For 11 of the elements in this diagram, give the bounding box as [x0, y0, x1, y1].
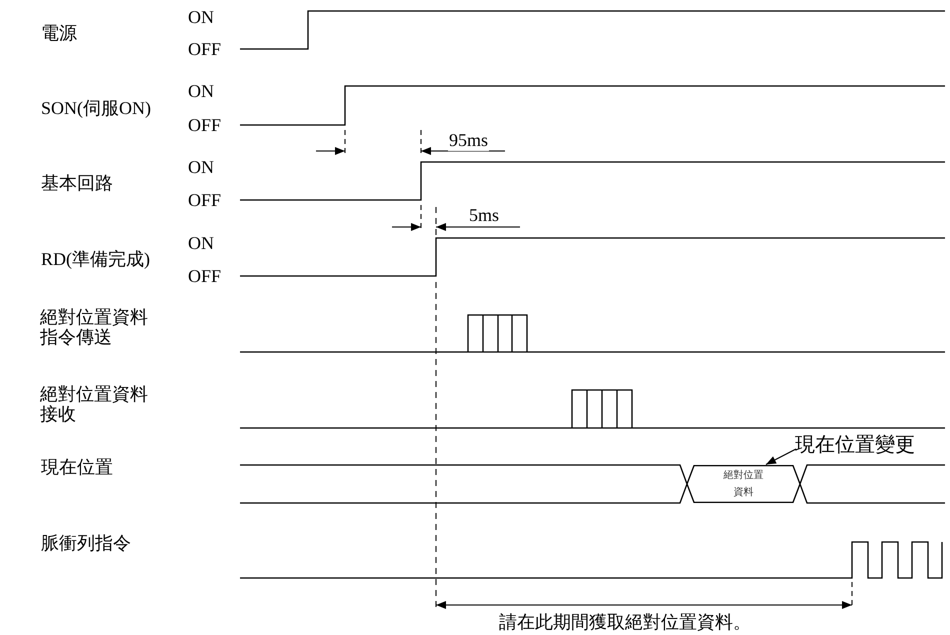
- signal-name: 基本回路: [40, 172, 114, 194]
- signal-name: 現在位置: [40, 456, 114, 478]
- signal-name: 絕對位置資料接收: [40, 384, 148, 424]
- signal-name: SON(伺服ON): [40, 97, 152, 119]
- bus-data-cell: 絕對位置資料: [687, 465, 800, 503]
- signal-name: 脈衝列指令: [40, 532, 132, 554]
- signal-name: 絕對位置資料指令傳送: [40, 307, 148, 347]
- signal-name: RD(準備完成): [40, 248, 151, 270]
- callout-text: 現在位置變更: [795, 433, 915, 457]
- leader-arrow: [766, 448, 796, 466]
- signal-name: 電源: [40, 22, 78, 44]
